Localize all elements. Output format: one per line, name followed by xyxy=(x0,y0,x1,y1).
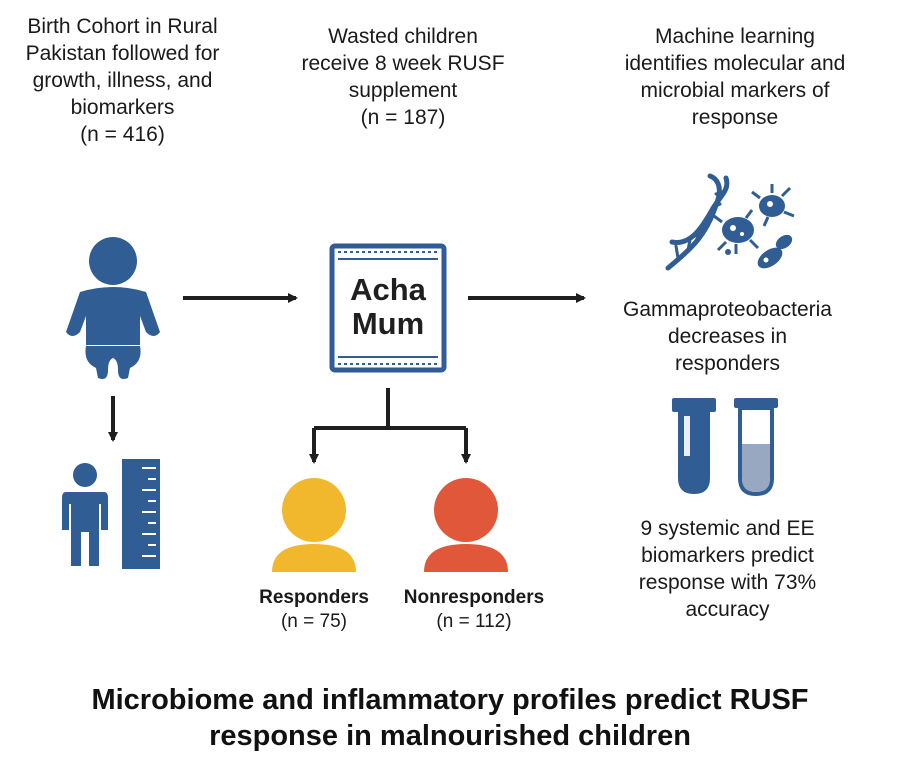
cohort-description: Birth Cohort in Rural Pakistan followed … xyxy=(0,13,245,148)
biomarker-finding: 9 systemic and EE biomarkers predict res… xyxy=(595,515,860,623)
cohort-line: biomarkers xyxy=(70,96,175,119)
baby-icon xyxy=(66,237,160,379)
cohort-line: Birth Cohort in Rural xyxy=(27,15,218,38)
ml-line: Machine learning xyxy=(655,25,815,48)
packet-line: Mum xyxy=(351,306,425,341)
ml-line: response xyxy=(691,106,779,129)
child-height-icon xyxy=(62,459,160,569)
test-tube-icon xyxy=(734,398,778,497)
supplement-line: supplement xyxy=(348,79,458,102)
cohort-line: growth, illness, and xyxy=(32,69,213,92)
branch-connector xyxy=(309,388,471,464)
responders-label: Responders xyxy=(259,587,369,608)
microbe-finding: Gammaproteobacteria decreases in respond… xyxy=(595,296,860,377)
nonresponder-person-icon xyxy=(424,478,508,572)
summary-title-line: Microbiome and inflammatory profiles pre… xyxy=(91,684,809,716)
microbe-line: responders xyxy=(674,352,781,375)
summary-title: Microbiome and inflammatory profiles pre… xyxy=(0,682,900,754)
microbe-line: decreases in xyxy=(667,325,788,348)
cohort-line: Pakistan followed for xyxy=(25,42,220,65)
responders-count: (n = 75) xyxy=(280,611,347,632)
ml-line: microbial markers of xyxy=(640,79,830,102)
nonresponders-label: Nonresponders xyxy=(403,587,545,608)
biomarker-line: biomarkers predict xyxy=(641,544,814,567)
test-tube-icon xyxy=(672,398,716,494)
biomarker-line: response with 73% xyxy=(638,571,817,594)
microbe-line: Gammaproteobacteria xyxy=(623,298,832,321)
rusf-packet-label: Acha Mum xyxy=(333,273,443,341)
biomarker-line: accuracy xyxy=(685,598,770,621)
bacteria-icon xyxy=(713,184,795,269)
ml-line: identifies molecular and xyxy=(624,52,846,75)
cohort-count: (n = 416) xyxy=(80,123,165,146)
rusf-packet-icon xyxy=(329,243,447,373)
supplement-line: Wasted children xyxy=(328,25,478,48)
ml-description: Machine learning identifies molecular an… xyxy=(600,23,870,131)
supplement-count: (n = 187) xyxy=(360,106,446,129)
summary-title-line: response in malnourished children xyxy=(209,720,691,752)
dna-icon xyxy=(665,173,730,271)
packet-line: Acha xyxy=(350,272,426,307)
biomarker-line: 9 systemic and EE xyxy=(640,517,815,540)
nonresponders-count: (n = 112) xyxy=(436,611,512,632)
supplement-description: Wasted children receive 8 week RUSF supp… xyxy=(288,23,518,131)
responder-person-icon xyxy=(272,478,356,572)
supplement-line: receive 8 week RUSF xyxy=(301,52,505,75)
